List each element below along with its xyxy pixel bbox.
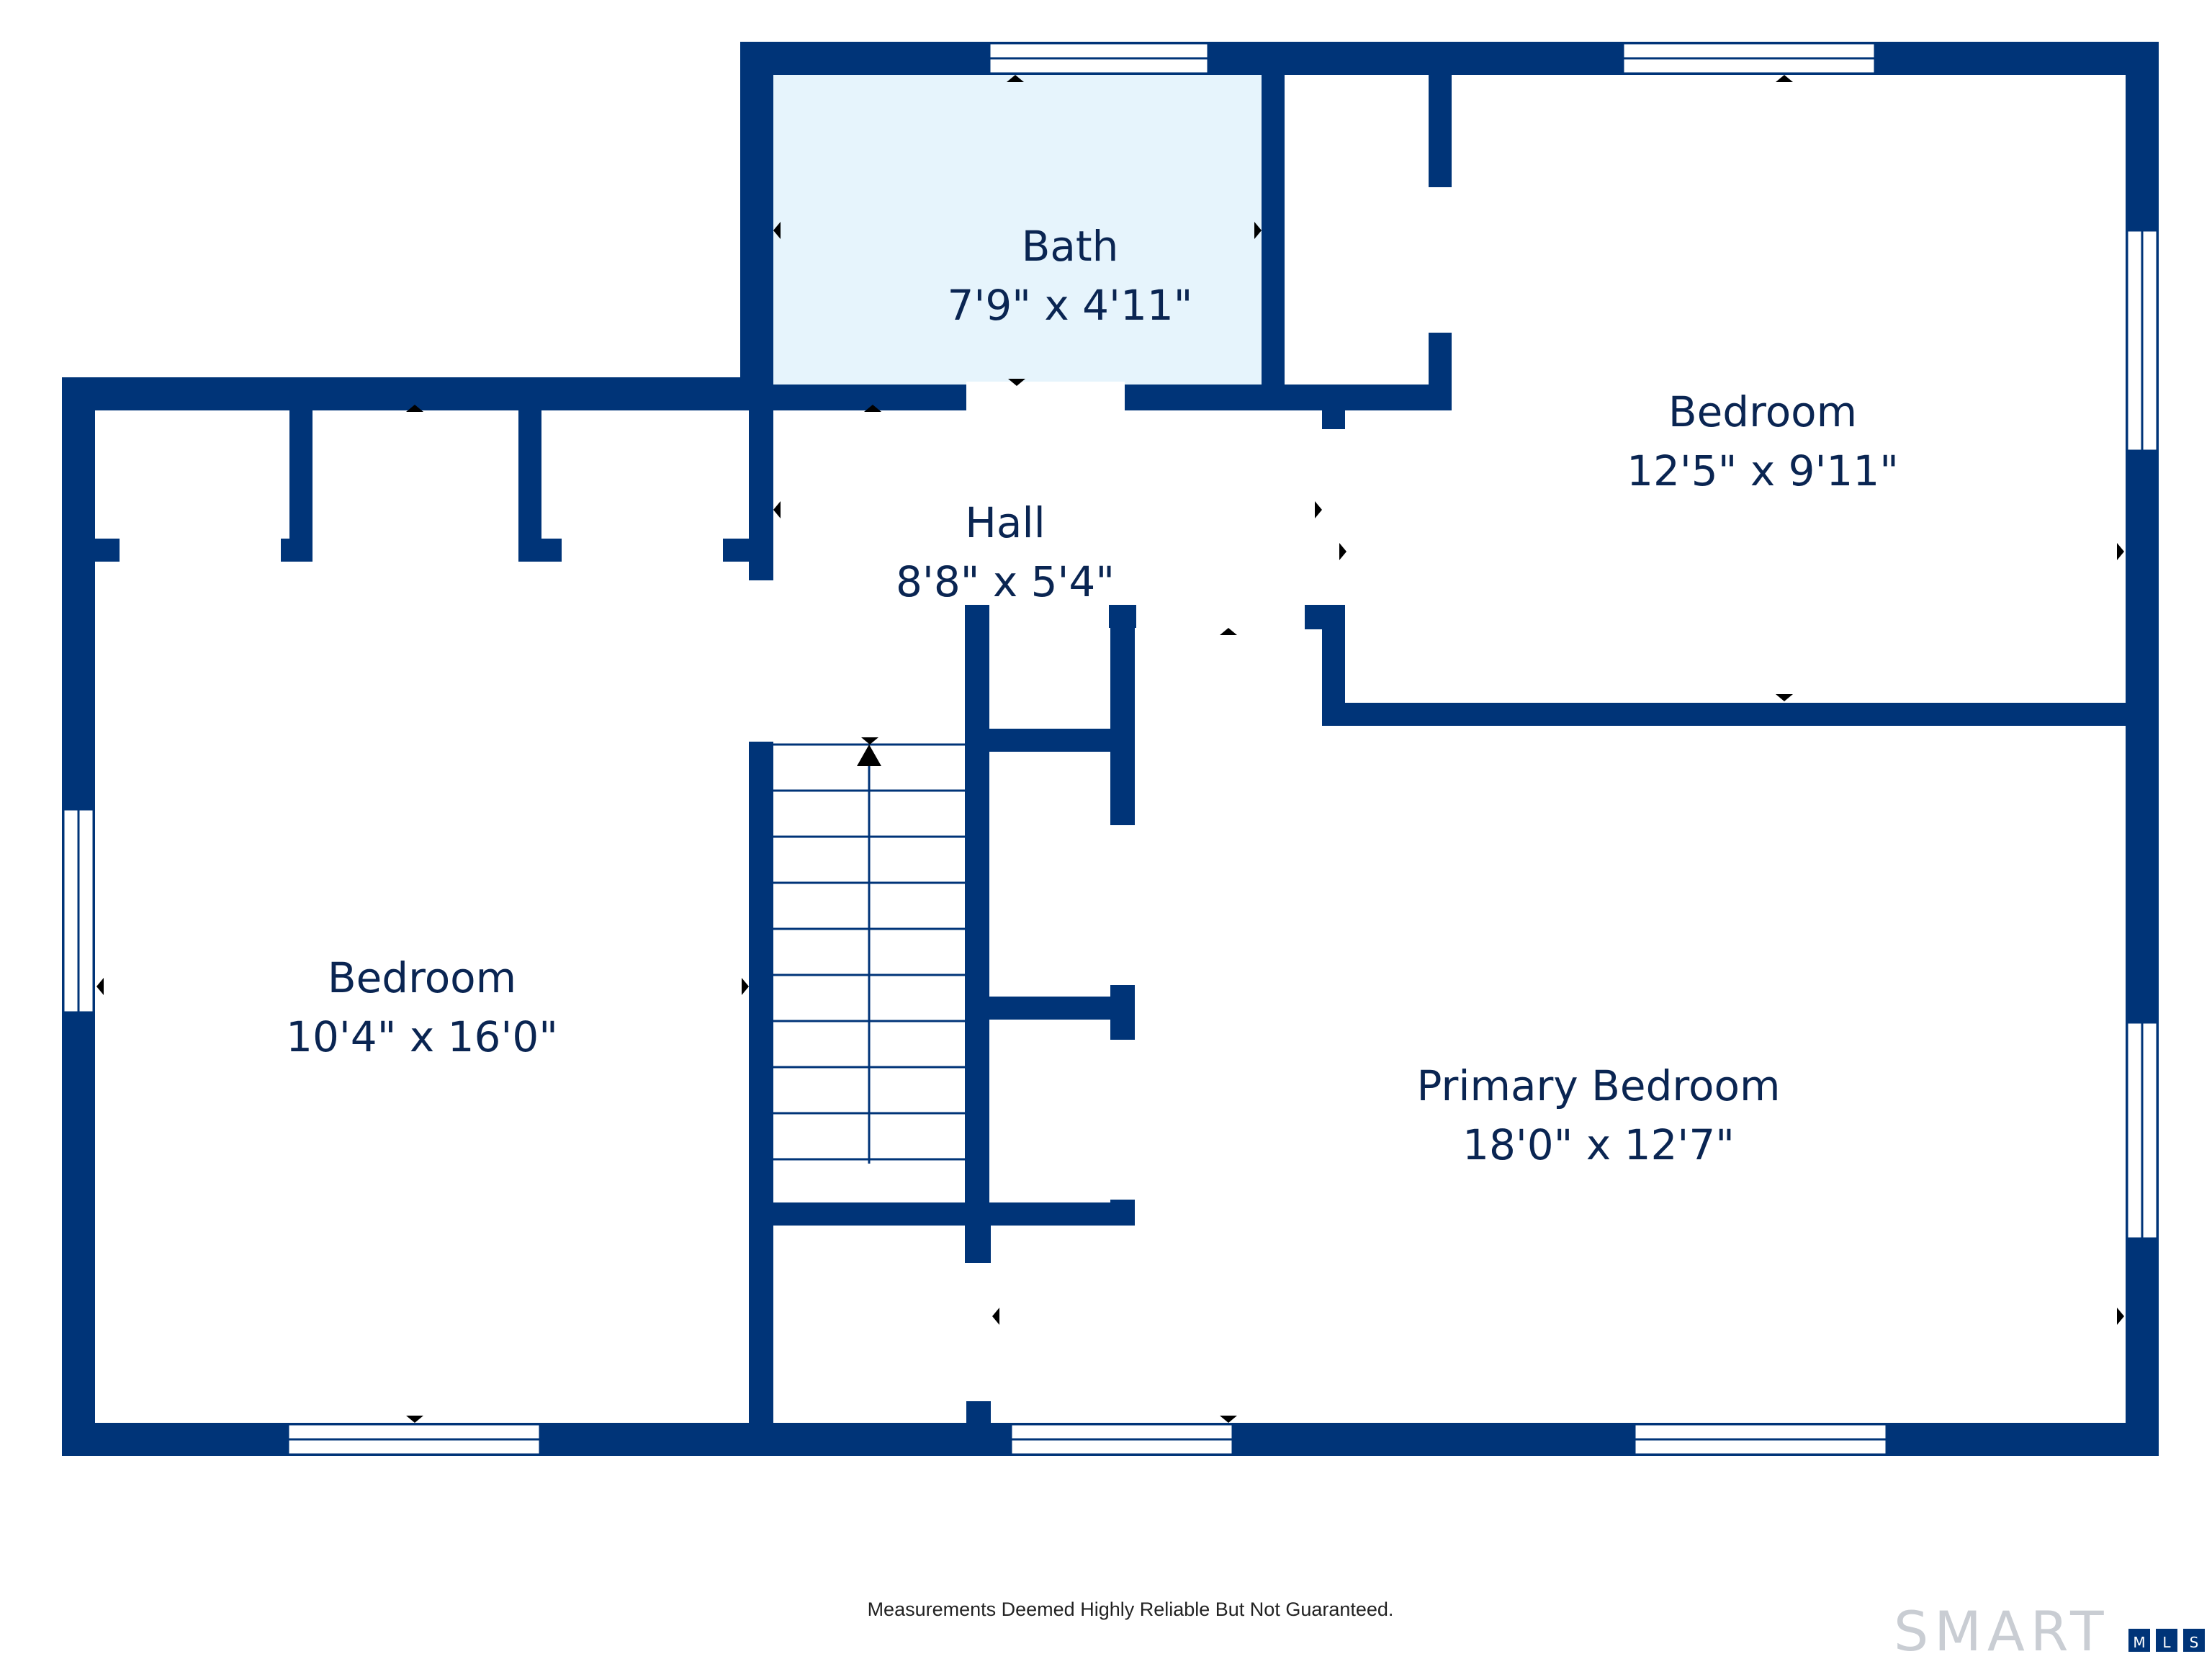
staircase [773,743,965,1164]
windows [62,42,2159,1456]
primary-bedroom-dims: 18'0" x 12'7" [1462,1120,1735,1169]
bedroom-ne-name: Bedroom [1668,387,1857,436]
bath-dims: 7'9" x 4'11" [948,281,1193,330]
hall-dims: 8'8" x 5'4" [896,557,1115,606]
logo-badge-m: M [2133,1634,2145,1651]
logo-text: SMART [1894,1599,2110,1659]
logo-badge-m-box [2128,1629,2150,1652]
logo-badge-l-box [2156,1629,2177,1652]
disclaimer-text: Measurements Deemed Highly Reliable But … [868,1599,1394,1620]
arrow-up-icon [857,745,881,766]
bath-name: Bath [1022,222,1119,271]
primary-bedroom-name: Primary Bedroom [1417,1061,1781,1110]
triangle-marker-icon [96,75,2124,1423]
logo-badge-l: L [2162,1634,2171,1651]
logo-badge-s: S [2190,1634,2199,1651]
bedroom-w-name: Bedroom [328,953,516,1002]
hall-name: Hall [965,498,1045,547]
bath-fill [770,72,1263,389]
door-openings [120,187,1453,1401]
bedroom-w-dims: 10'4" x 16'0" [286,1012,558,1061]
bedroom-ne-dims: 12'5" x 9'11" [1627,446,1899,495]
logo-badge-s-box [2183,1629,2205,1652]
